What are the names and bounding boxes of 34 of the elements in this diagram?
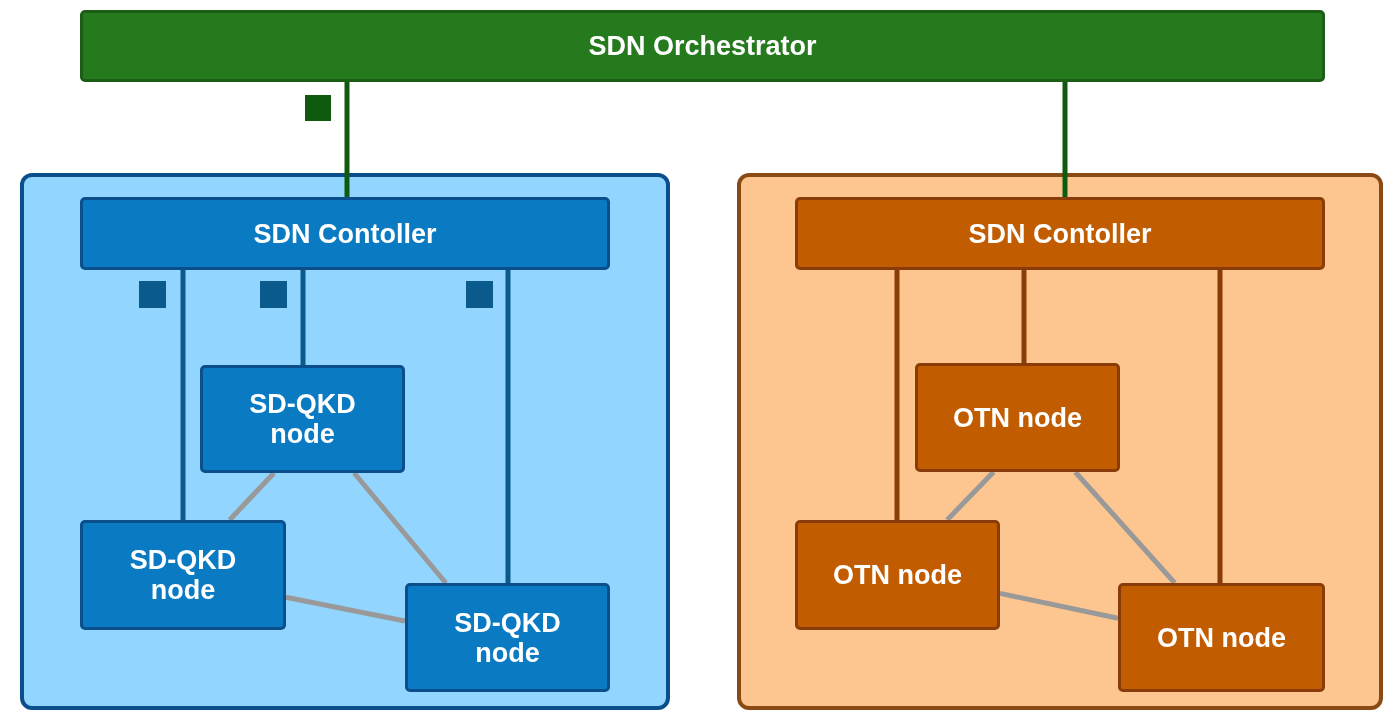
process-box bbox=[200, 365, 405, 473]
connector-line bbox=[300, 270, 306, 365]
domain-panel bbox=[737, 173, 1383, 710]
connector-line bbox=[1217, 270, 1223, 583]
process-box bbox=[795, 197, 1325, 270]
node-label: SD-QKD node bbox=[248, 389, 357, 449]
node-label: OTN node bbox=[833, 560, 962, 590]
connector-line bbox=[180, 270, 186, 520]
node-label: SDN Contoller bbox=[253, 218, 437, 249]
connector-line bbox=[505, 270, 511, 583]
connector-line bbox=[894, 270, 900, 520]
node-label: OTN node bbox=[1157, 622, 1286, 653]
node-label: SD-QKD node bbox=[453, 607, 562, 668]
node-label: OTN node bbox=[953, 402, 1082, 433]
process-box bbox=[1118, 583, 1325, 692]
process-box bbox=[80, 520, 286, 630]
connector-line bbox=[227, 471, 276, 522]
connector-line bbox=[1073, 470, 1177, 585]
connector-line bbox=[1062, 82, 1068, 197]
process-box bbox=[80, 197, 610, 270]
node-label: SDN Contoller bbox=[968, 218, 1152, 249]
connector-line bbox=[945, 470, 996, 522]
node-label: SD-QKD node bbox=[128, 545, 238, 605]
connector-line bbox=[352, 471, 448, 585]
domain-panel bbox=[20, 173, 670, 710]
orchestrator-box bbox=[80, 10, 1325, 82]
connector-line bbox=[285, 594, 406, 624]
node-label: SDN Orchestrator bbox=[588, 31, 817, 61]
process-box bbox=[405, 583, 610, 692]
connector-line bbox=[999, 590, 1119, 621]
connector-line bbox=[344, 82, 350, 197]
process-box bbox=[915, 363, 1120, 472]
connector-line bbox=[1021, 270, 1027, 363]
process-box bbox=[795, 520, 1000, 630]
